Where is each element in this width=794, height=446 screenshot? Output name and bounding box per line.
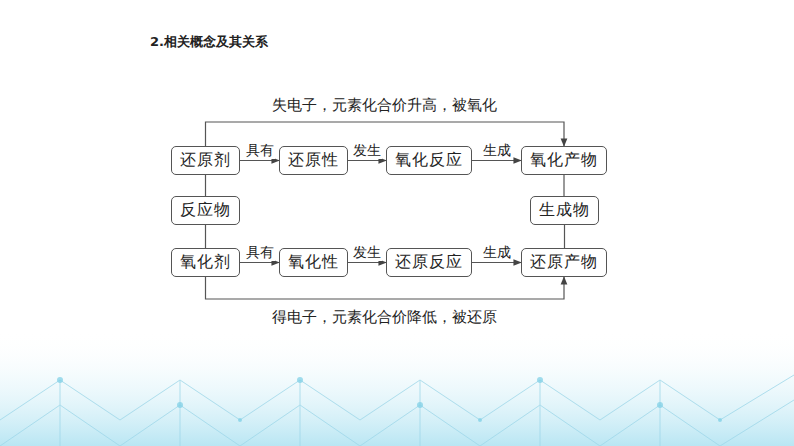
concept-text: 生成物 [539, 200, 590, 221]
concept-box: 生成物 [530, 196, 599, 225]
concept-text: 氧化产物 [530, 150, 598, 171]
concept-box: 氧化剂 [171, 248, 240, 277]
edge-label: 得电子，元素化合价降低，被还原 [271, 309, 498, 325]
concept-box: 还原反应 [386, 248, 472, 277]
concept-box: 氧化反应 [386, 146, 472, 175]
concept-arrow [472, 262, 521, 263]
concept-box: 反应物 [171, 196, 240, 225]
concept-arrow [206, 277, 565, 299]
edge-label: 生成 [482, 143, 512, 159]
concept-arrow [348, 262, 386, 263]
concept-arrow [240, 160, 279, 161]
concept-arrow [205, 175, 206, 196]
concept-text: 还原性 [288, 150, 339, 171]
concept-text: 氧化反应 [395, 150, 463, 171]
concept-text: 还原剂 [180, 150, 231, 171]
edge-label: 发生 [352, 143, 382, 159]
edge-label: 失电子，元素化合价升高，被氧化 [271, 97, 498, 113]
concept-text: 还原产物 [530, 252, 598, 273]
section-title: 2.相关概念及其关系 [150, 33, 268, 51]
concept-box: 还原剂 [171, 146, 240, 175]
edge-label: 生成 [482, 245, 512, 261]
edge-label: 具有 [245, 143, 275, 159]
concept-box: 氧化产物 [521, 146, 607, 175]
concept-text: 氧化性 [288, 252, 339, 273]
concept-text: 氧化剂 [180, 252, 231, 273]
concept-arrow [240, 262, 279, 263]
edge-label: 发生 [352, 245, 382, 261]
concept-arrow [563, 175, 564, 196]
concept-box: 还原性 [279, 146, 348, 175]
concept-box: 还原产物 [521, 248, 607, 277]
concept-arrow [205, 225, 206, 248]
concept-arrow [348, 160, 386, 161]
concept-arrow [472, 160, 521, 161]
edge-label: 具有 [245, 245, 275, 261]
concept-text: 还原反应 [395, 252, 463, 273]
concept-box: 氧化性 [279, 248, 348, 277]
concept-arrow [564, 225, 565, 248]
concept-text: 反应物 [180, 200, 231, 221]
